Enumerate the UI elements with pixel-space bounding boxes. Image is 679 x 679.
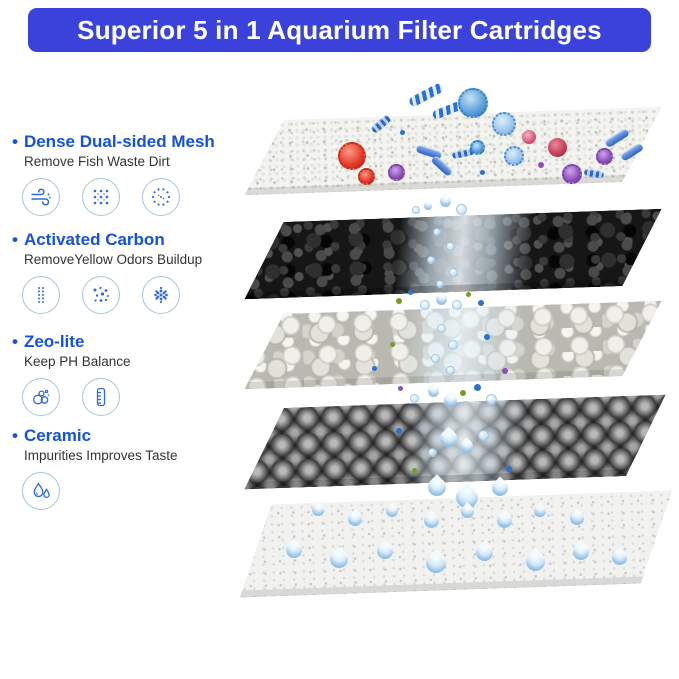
zeolite-layer: [242, 301, 664, 390]
feature-title: Dense Dual-sided Mesh: [23, 132, 215, 151]
activated-carbon-layer: [242, 209, 664, 300]
water-drop-icon: [425, 383, 442, 400]
speck-icon: [474, 384, 481, 391]
bubble-icon: [420, 300, 430, 310]
feature-title-row: • Ceramic: [12, 426, 246, 446]
ceramic-layer: [242, 395, 669, 490]
feature-title-row: • Zeo-lite: [12, 332, 246, 352]
bubbles-icon: [22, 377, 60, 416]
speck-icon: [460, 390, 466, 396]
bullet: •: [12, 426, 18, 445]
feature-icons: [22, 377, 246, 416]
fine-pad-layer: [237, 490, 676, 597]
feature-icons: [22, 177, 246, 216]
feature-subtitle: Remove Fish Waste Dirt: [24, 153, 170, 169]
speck-icon: [478, 300, 484, 306]
ph-scale-icon: [82, 377, 120, 416]
speck-icon: [396, 298, 402, 304]
feature-title: Ceramic: [23, 426, 92, 445]
feature-zeolite: • Zeo-lite Keep PH Balance: [12, 332, 246, 416]
feature-title: Zeo-lite: [23, 332, 85, 351]
water-drop-icon: [437, 193, 454, 210]
bubble-icon: [456, 204, 467, 215]
feature-dense-mesh: • Dense Dual-sided Mesh Remove Fish Waste…: [12, 132, 246, 216]
bullet: •: [12, 332, 18, 351]
title-banner: Superior 5 in 1 Aquarium Filter Cartridg…: [28, 8, 651, 52]
feature-subtitle: Impurities Improves Taste: [24, 447, 178, 463]
bubble-icon: [412, 206, 420, 214]
bullet: •: [12, 230, 18, 249]
water-drops-icon: [22, 471, 60, 510]
water-drop-icon: [433, 291, 450, 308]
banner-title: Superior 5 in 1 Aquarium Filter Cartridg…: [77, 14, 602, 45]
feature-title-row: • Activated Carbon: [12, 230, 246, 250]
feature-ceramic: • Ceramic Impurities Improves Taste: [12, 426, 246, 510]
feature-title-row: • Dense Dual-sided Mesh: [12, 132, 246, 152]
bubble-icon: [410, 394, 419, 403]
feature-icons: [22, 471, 246, 510]
bullet: •: [12, 132, 18, 151]
mesh-particles-icon: [82, 177, 120, 216]
feature-subtitle: RemoveYellow Odors Buildup: [24, 251, 203, 267]
microbe-icon: [407, 82, 445, 108]
feature-activated-carbon: • Activated Carbon RemoveYellow Odors Bui…: [12, 230, 246, 314]
water-drop-icon: [422, 200, 434, 212]
dots-scatter-icon: [82, 275, 120, 314]
carbon-cluster-icon: [142, 275, 180, 314]
feature-subtitle: Keep PH Balance: [24, 353, 131, 369]
feature-title: Activated Carbon: [23, 230, 165, 249]
airflow-icon: [22, 177, 60, 216]
dotted-circle-icon: [142, 177, 180, 216]
speck-icon: [398, 386, 403, 391]
speck-icon: [466, 292, 471, 297]
feature-icons: [22, 275, 246, 314]
carbon-column-icon: [22, 275, 60, 314]
mesh-layer: [242, 107, 664, 196]
